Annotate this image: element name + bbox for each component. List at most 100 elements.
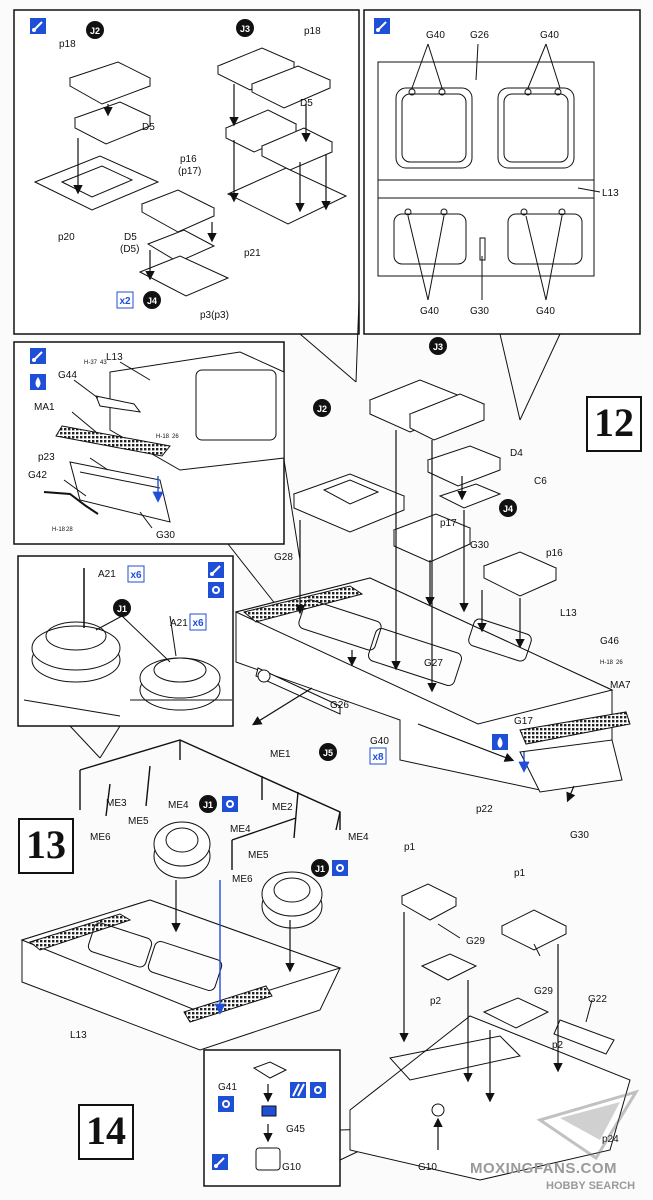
label-a21b: A21 [170, 618, 188, 629]
svg-text:J3: J3 [240, 24, 250, 34]
watermark-site: MOXINGFANS.COM [470, 1160, 618, 1177]
label-p16-main: p16 [546, 548, 563, 559]
svg-text:J2: J2 [90, 26, 100, 36]
label-me5b: ME5 [248, 850, 269, 861]
label-g22: G22 [588, 994, 607, 1005]
label-me4c: ME4 [348, 832, 369, 843]
label-g40-br: G40 [536, 306, 555, 317]
cement-icon [208, 582, 224, 598]
multipliers: x2 x6 x6 x8 [116, 291, 387, 765]
mult-x2: x2 [116, 291, 134, 309]
label-p2b: p2 [552, 1040, 564, 1051]
label-p3: p3(p3) [200, 310, 229, 321]
label-a21a: A21 [98, 569, 116, 580]
label-me3: ME3 [106, 798, 127, 809]
svg-text:J4: J4 [147, 296, 157, 306]
mult-x6b: x6 [189, 613, 207, 631]
label-g45: G45 [286, 1124, 305, 1135]
svg-text:J1: J1 [315, 864, 325, 874]
step14-plates [400, 883, 568, 1029]
badge-j1-13a: J1 [199, 795, 217, 813]
panel-j-arrows [73, 84, 331, 281]
label-ref2: H-18 [156, 434, 170, 440]
label-g41: G41 [218, 1082, 237, 1093]
label-p23: p23 [38, 452, 55, 463]
step13-hull [20, 899, 342, 1051]
label-g10a: G10 [282, 1162, 301, 1173]
svg-text:J2: J2 [317, 404, 327, 414]
mult-x6a: x6 [127, 565, 145, 583]
label-ref-main: H-18 [600, 660, 614, 666]
label-g29b: G29 [534, 986, 553, 997]
label-me1: ME1 [270, 749, 291, 760]
glue-icon [374, 18, 390, 34]
panel-g40-leaders [407, 43, 601, 301]
label-ref2b: 26 [172, 434, 179, 440]
label-ma1: MA1 [34, 402, 55, 413]
step-number-12: 12 [586, 396, 642, 452]
label-d4: D4 [510, 448, 523, 459]
svg-text:x6: x6 [192, 618, 204, 629]
paint-drop-icon [30, 374, 46, 390]
label-g40-bl: G40 [420, 306, 439, 317]
step12-j3-boxes [368, 379, 486, 441]
svg-text:J1: J1 [203, 800, 213, 810]
label-ma7: MA7 [610, 680, 631, 691]
label-l13-rear: L13 [106, 352, 123, 363]
label-l13-13: L13 [70, 1030, 87, 1041]
step14-g10-parts [252, 1061, 445, 1171]
label-l13-top: L13 [602, 188, 619, 199]
panel-wheels-parts [23, 568, 232, 717]
label-g44: G44 [58, 370, 77, 381]
labels: p18 p18 D5 D5 p16 (p17) D5 (D5) p20 p21 … [28, 26, 631, 1173]
badge-j5-main: J5 [319, 743, 337, 761]
label-c6: C6 [534, 476, 547, 487]
panel-g40-parts [377, 61, 595, 277]
label-p2a: p2 [430, 996, 442, 1007]
svg-text:J1: J1 [117, 604, 127, 614]
label-me6a: ME6 [90, 832, 111, 843]
glue-icon [208, 562, 224, 578]
label-l13-main: L13 [560, 608, 577, 619]
step14-leaders [437, 923, 593, 1023]
svg-text:J3: J3 [433, 342, 443, 352]
step12-hull [234, 577, 631, 793]
label-p18a: p18 [59, 39, 76, 50]
label-g42: G42 [28, 470, 47, 481]
label-g30-top: G30 [470, 306, 489, 317]
badge-j1-13b: J1 [311, 859, 329, 877]
label-me2: ME2 [272, 802, 293, 813]
panel-rear-parts [43, 351, 285, 523]
label-p22: p22 [476, 804, 493, 815]
glue-icon [30, 348, 46, 364]
svg-text:x6: x6 [130, 570, 142, 581]
step-number-14: 14 [78, 1104, 134, 1160]
svg-text:J4: J4 [503, 504, 513, 514]
label-g40-tl: G40 [426, 30, 445, 41]
hobby-search-logo-icon [536, 1089, 640, 1161]
panel-wheels-leaders [95, 615, 177, 663]
label-p21: p21 [244, 248, 261, 259]
label-p17-main: p17 [440, 518, 457, 529]
badge-j2-main: J2 [313, 399, 331, 417]
label-ref3: H-18 [52, 527, 66, 533]
watermark-logo: HOBBY SEARCH [546, 1180, 636, 1192]
label-me5a: ME5 [128, 816, 149, 827]
label-g26-main: G26 [330, 700, 349, 711]
label-p16: p16 [180, 154, 197, 165]
label-g46: G46 [600, 636, 619, 647]
svg-text:J5: J5 [323, 748, 333, 758]
svg-text:x2: x2 [119, 296, 131, 307]
badge-j2-panel: J2 [86, 21, 104, 39]
paint-stripes-icon [290, 1082, 306, 1098]
label-ref3b: 28 [66, 527, 73, 533]
label-me6b: ME6 [232, 874, 253, 885]
badges: J2 J3 J4 J3 J2 J4 J1 J5 J1 J1 [86, 19, 517, 877]
icons [30, 18, 640, 1170]
step13-frame [79, 739, 341, 870]
step-number-13: 13 [18, 818, 74, 874]
label-p18b: p18 [304, 26, 321, 37]
label-g26-top: G26 [470, 30, 489, 41]
cement-icon [332, 860, 348, 876]
